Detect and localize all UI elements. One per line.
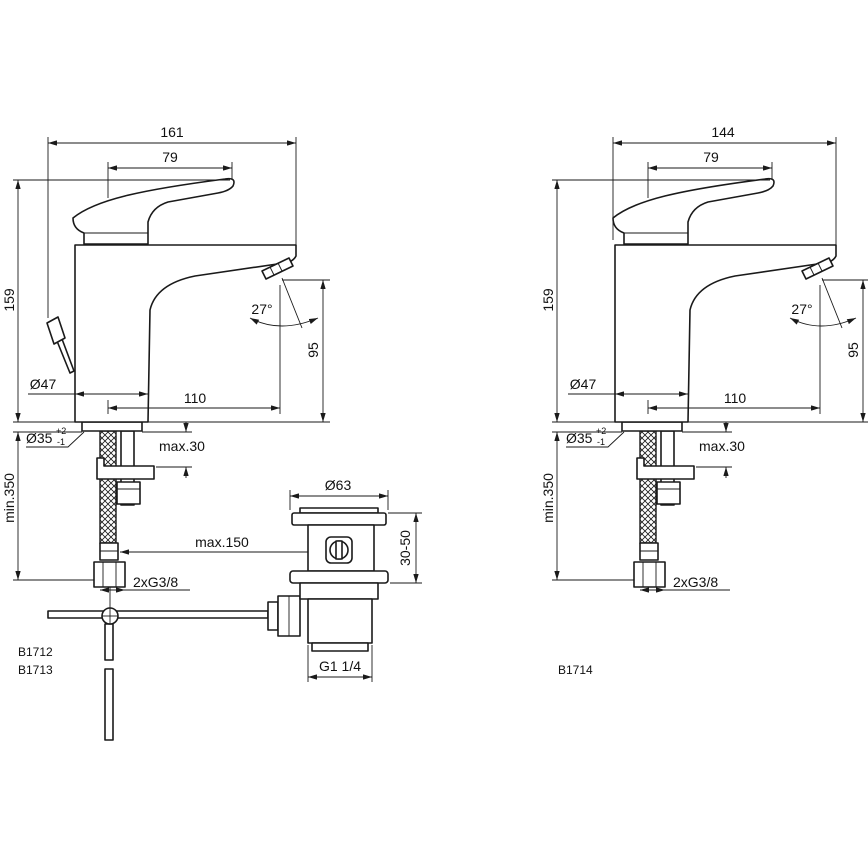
dim-max-thickness: max.30 <box>159 438 205 454</box>
dim-body-diameter-right: Ø47 <box>570 376 597 392</box>
drain-cap <box>291 512 387 526</box>
drain-nut <box>299 582 379 600</box>
leader-35-right <box>566 431 625 448</box>
product-code-b1713: B1713 <box>18 663 53 677</box>
product-code-b1714: B1714 <box>558 663 593 677</box>
dim-max-thickness-right: max.30 <box>699 438 745 454</box>
dim-overall-length: 161 <box>160 124 184 140</box>
dim-connections: 2xG3/8 <box>133 574 178 590</box>
product-code-b1712: B1712 <box>18 645 53 659</box>
dim-hose-length: min.350 <box>1 473 17 523</box>
dim-spout-reach-right: 110 <box>724 390 747 406</box>
right-drawing: 144 79 159 95 27° Ø47 110 Ø35 +2 -1 <box>540 124 868 677</box>
drain-tailpiece <box>307 598 373 644</box>
tolerance-lower: -1 <box>57 437 65 447</box>
faucet-right <box>612 177 837 588</box>
dim-spout-height: 95 <box>305 342 321 358</box>
dim-body-diameter: Ø47 <box>30 376 57 392</box>
vertical-rod-lower <box>104 668 114 741</box>
popup-knob <box>46 316 66 345</box>
dim-rod-length: max.150 <box>195 534 249 550</box>
drain-tail-end <box>311 642 369 652</box>
tolerance-lower-right: -1 <box>597 437 605 447</box>
vertical-rod-upper <box>104 623 114 661</box>
popup-rod <box>56 338 75 374</box>
tolerance-upper: +2 <box>56 426 66 436</box>
dim-waste-diameter: Ø63 <box>325 477 352 493</box>
dim-spout-angle-right: 27° <box>791 301 812 317</box>
rod-connector <box>267 601 279 631</box>
dim-lever-length: 79 <box>162 149 178 165</box>
dim-height: 159 <box>1 288 17 312</box>
dim-spout-height-right: 95 <box>845 342 861 358</box>
horizontal-rod <box>47 610 269 619</box>
dim-hose-length-right: min.350 <box>540 473 556 523</box>
drain-flange <box>289 570 389 584</box>
dim-lever-length-right: 79 <box>703 149 719 165</box>
dim-waste-adjustment: 30-50 <box>397 530 413 566</box>
angle-leg <box>281 277 303 329</box>
dim-spout-reach: 110 <box>184 390 207 406</box>
faucet-left <box>72 177 297 588</box>
dim-connections-right: 2xG3/8 <box>673 574 718 590</box>
tolerance-upper-right: +2 <box>596 426 606 436</box>
angle-leg-right <box>821 277 843 329</box>
angle-arc <box>249 317 319 327</box>
drain-pivot-bar <box>335 540 343 560</box>
left-drawing: 161 79 159 95 27° Ø47 110 Ø35 +2 -1 <box>1 124 422 741</box>
dim-height-right: 159 <box>540 288 556 312</box>
dim-spout-angle: 27° <box>251 301 272 317</box>
leader-35 <box>26 431 85 448</box>
angle-arc-right <box>789 317 857 327</box>
dim-overall-length-right: 144 <box>711 124 735 140</box>
dim-waste-thread: G1 1/4 <box>319 658 361 674</box>
dim-hole-diameter: Ø35 <box>26 430 53 446</box>
dim-hole-diameter-right: Ø35 <box>566 430 593 446</box>
